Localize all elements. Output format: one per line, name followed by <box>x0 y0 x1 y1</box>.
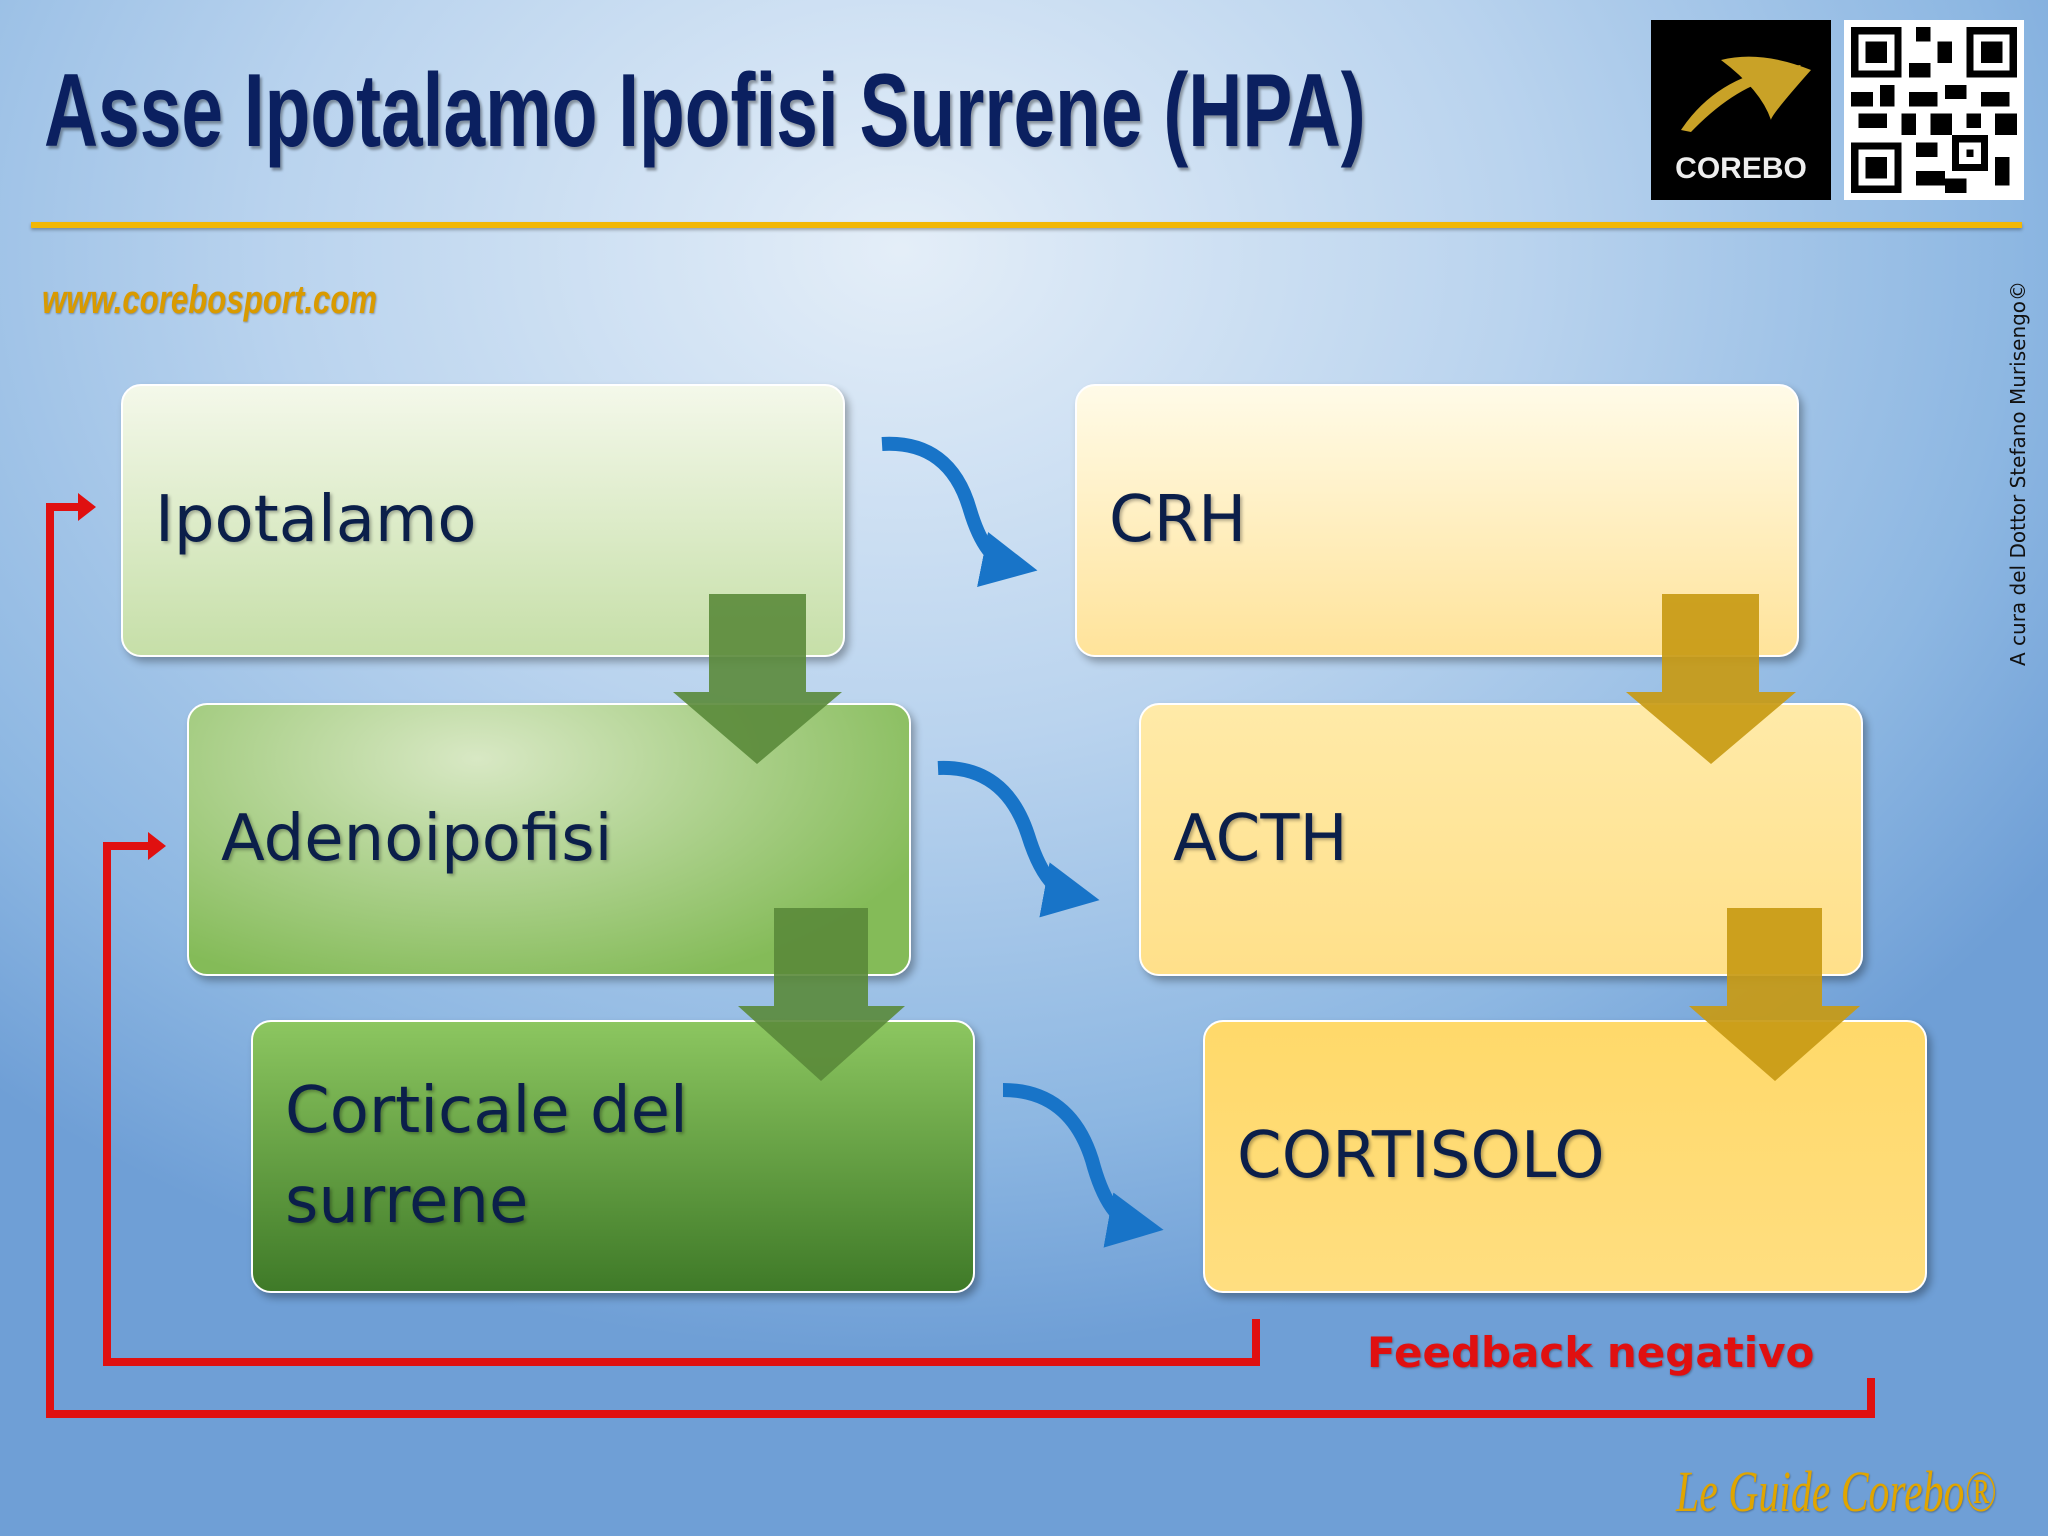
page-title: Asse Ipotalamo Ipofisi Surrene (HPA) <box>44 53 1366 169</box>
curved-arrow-blue <box>937 760 1100 918</box>
logo-text: COREBO <box>1675 152 1807 185</box>
corebo-logo: COREBO <box>1651 20 1831 200</box>
corebo-swoosh-icon <box>1681 56 1811 132</box>
feedback-label: Feedback negativo <box>1367 1328 1815 1377</box>
feedback-arrowhead <box>78 493 96 521</box>
box-crh: CRH <box>1075 384 1799 657</box>
box-label: Corticale del surrene <box>285 1073 688 1238</box>
curved-arrow-blue <box>881 436 1038 587</box>
curved-arrow-blue <box>1002 1083 1164 1248</box>
box-corticale-surrene: Corticale del surrene <box>251 1020 975 1293</box>
author-credit: A cura del Dottor Stefano Murisengo© <box>2006 280 2030 666</box>
website-link[interactable]: www.corebosport.com <box>42 278 378 322</box>
qr-code <box>1844 20 2024 200</box>
footer-brand: Le Guide Corebo® <box>1676 1459 1997 1524</box>
box-acth: ACTH <box>1139 703 1863 976</box>
box-adenoipofisi: Adenoipofisi <box>187 703 911 976</box>
gold-divider <box>31 222 2022 228</box>
feedback-arrowhead <box>148 832 166 860</box>
box-cortisolo: CORTISOLO <box>1203 1020 1927 1293</box>
box-ipotalamo: Ipotalamo <box>121 384 845 657</box>
